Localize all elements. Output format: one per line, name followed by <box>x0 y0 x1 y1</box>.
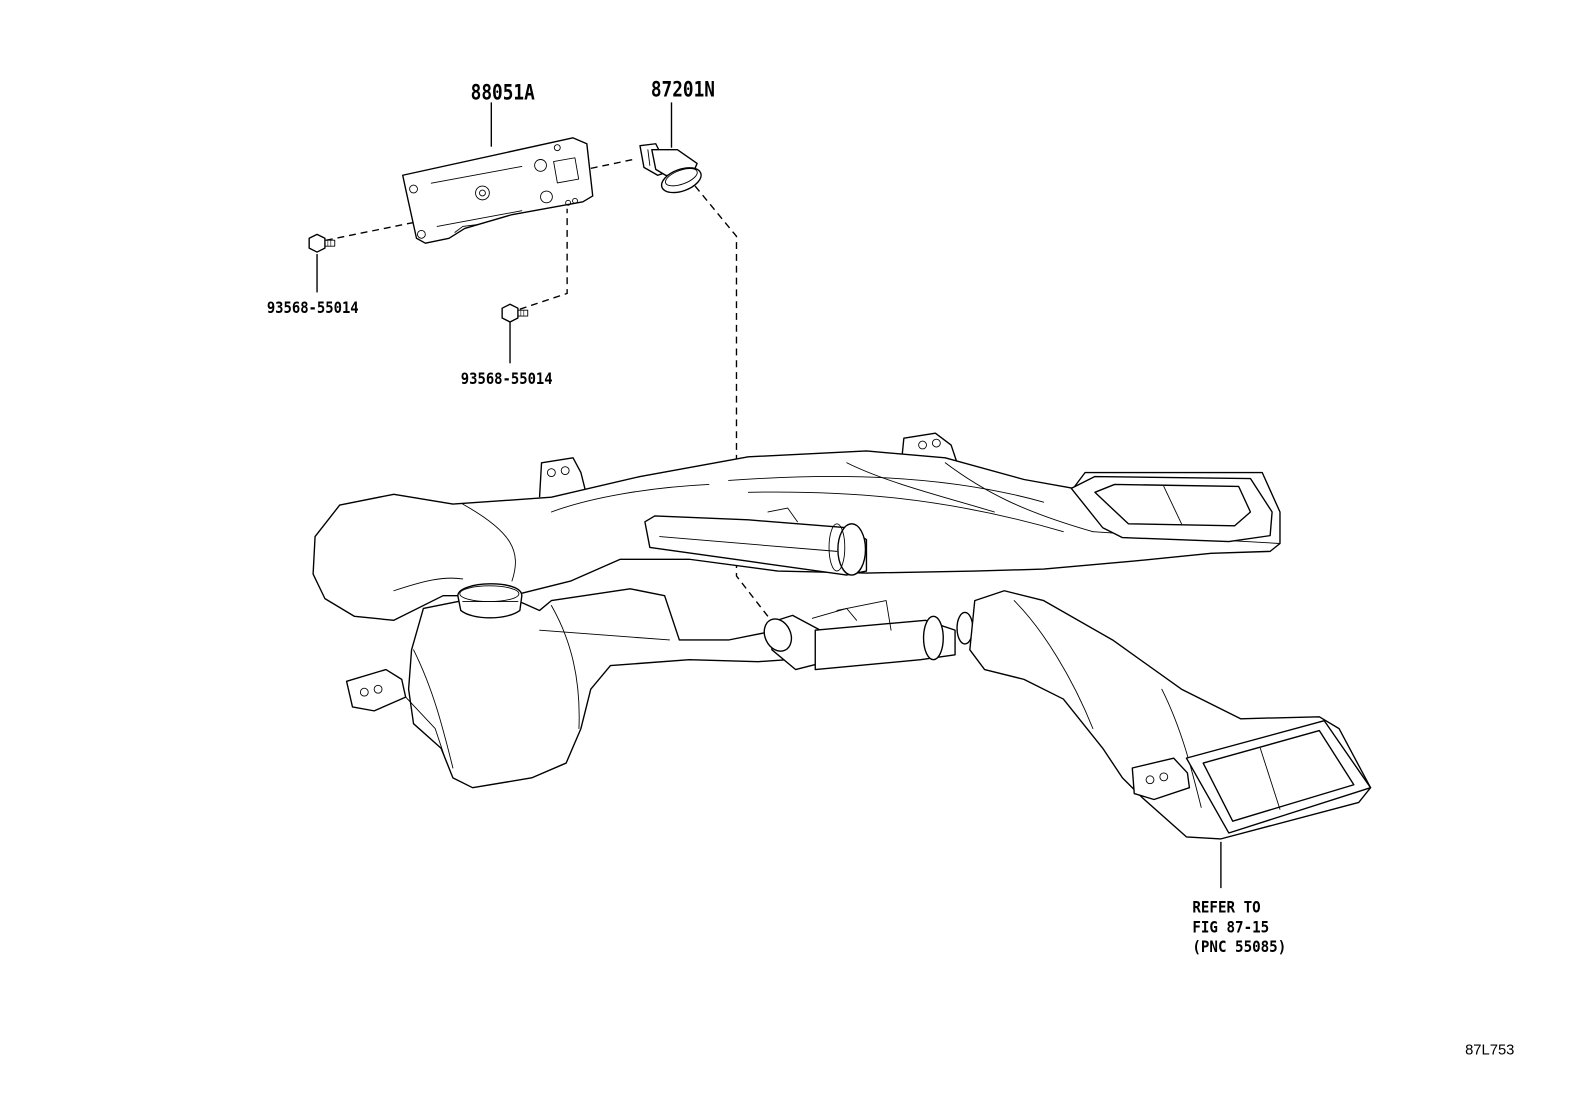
bolt-b-drawing <box>501 303 529 323</box>
dash-bolt-b <box>519 208 568 310</box>
parts-diagram: 88051A 87201N 93568-55014 93568-55014 RE… <box>266 77 1515 1059</box>
dash-bolt-a <box>325 221 414 241</box>
refer-note-line3: (PNC 55085) <box>1192 937 1287 957</box>
bolt-a-drawing <box>308 233 336 253</box>
refer-note-line2: FIG 87-15 <box>1192 917 1270 937</box>
label-87201n: 87201N <box>650 77 715 103</box>
bracket-88051a <box>402 137 594 244</box>
diagram-drawing <box>308 102 1372 889</box>
figure-id: 87L753 <box>1465 1041 1515 1059</box>
grommet-87201n <box>639 143 702 194</box>
label-88051a: 88051A <box>470 80 535 106</box>
label-bolt-a: 93568-55014 <box>266 298 359 318</box>
air-duct-assembly <box>312 432 1372 840</box>
refer-note-line1: REFER TO <box>1192 897 1261 917</box>
dash-bracket-grommet <box>590 158 634 170</box>
label-bolt-b: 93568-55014 <box>460 369 553 388</box>
